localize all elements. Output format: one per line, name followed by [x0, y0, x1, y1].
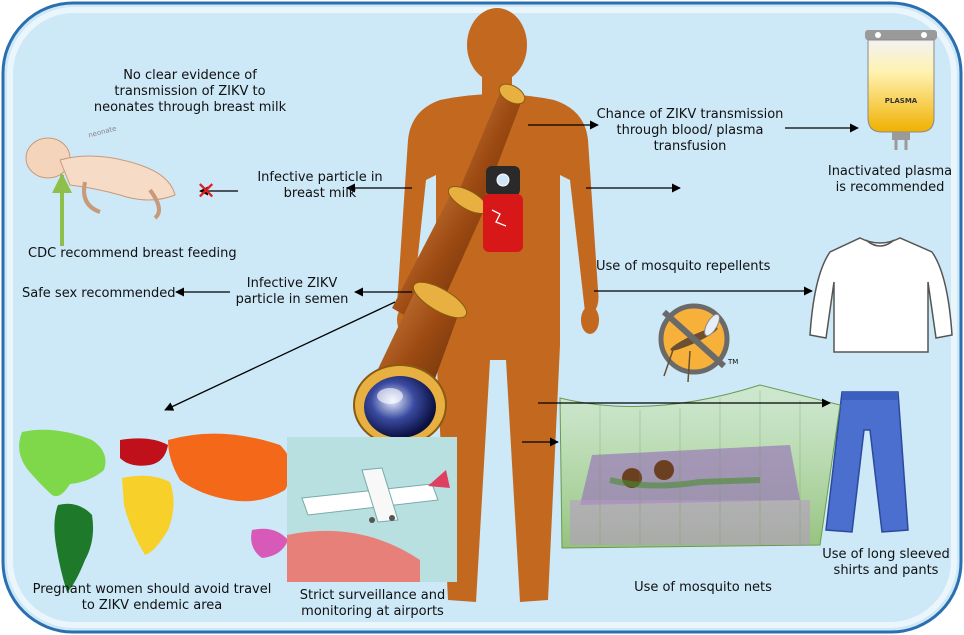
pregnant-travel-label: Pregnant women should avoid travel to ZI… [22, 582, 282, 614]
airport-surveillance-label: Strict surveillance and monitoring at ai… [285, 588, 460, 620]
safe-sex-label: Safe sex recommended [22, 286, 176, 301]
trademark-label: TM [728, 358, 739, 366]
arrows [164, 120, 859, 447]
breast-milk-evidence-line-2: transmission of ZIKV to [114, 84, 266, 99]
infective-semen-label: Infective ZIKV particle in semen [228, 276, 356, 308]
breast-milk-evidence-label: No clear evidence of transmission of ZIK… [90, 68, 290, 116]
long-sleeves-line-1: Use of long sleeved [822, 547, 950, 562]
pants-icon [825, 391, 909, 533]
breast-milk-evidence-line-3: neonates through breast milk [93, 100, 287, 115]
pregnant-travel-line-2: to ZIKV endemic area [81, 598, 223, 613]
inactivated-plasma-line-2: is recommended [835, 180, 945, 195]
pregnant-travel-line-1: Pregnant women should avoid travel [32, 582, 272, 597]
breast-milk-evidence-line-1: No clear evidence of [123, 68, 257, 83]
repellents-label: Use of mosquito repellents [596, 259, 771, 274]
long-sleeve-shirt-icon [809, 237, 953, 353]
long-sleeves-line-2: shirts and pants [833, 563, 939, 578]
telescope-icon [353, 83, 526, 446]
infective-semen-line-2: particle in semen [235, 292, 349, 307]
spray-bottle-icon [483, 166, 523, 252]
blood-transmission-label: Chance of ZIKV transmission through bloo… [595, 107, 785, 155]
blood-transmission-line-1: Chance of ZIKV transmission [596, 107, 784, 122]
cdc-breast-feeding-label: CDC recommend breast feeding [28, 246, 237, 261]
blood-transmission-line-2: through blood/ plasma [616, 123, 764, 138]
airport-surveillance-line-2: monitoring at airports [301, 604, 444, 619]
mosquito-net-icon [559, 384, 841, 549]
not-recommended-mark: ✕ [196, 177, 217, 205]
infective-breast-milk-line-2: breast milk [283, 186, 357, 201]
no-mosquito-icon [658, 303, 730, 383]
infective-breast-milk-label: Infective particle in breast milk [245, 170, 395, 202]
plasma-bag-label: PLASMA [884, 97, 918, 105]
long-sleeves-label: Use of long sleeved shirts and pants [816, 547, 956, 579]
mosquito-nets-label: Use of mosquito nets [634, 580, 772, 595]
plasma-bag-icon [865, 30, 937, 150]
inactivated-plasma-label: Inactivated plasma is recommended [820, 164, 960, 196]
airplane-icon [287, 437, 457, 582]
blood-transmission-line-3: transfusion [653, 139, 727, 154]
arrow-to-world-map [164, 301, 396, 411]
airport-surveillance-line-1: Strict surveillance and [299, 588, 446, 603]
infective-semen-line-1: Infective ZIKV [246, 276, 338, 291]
inactivated-plasma-line-1: Inactivated plasma [827, 164, 953, 179]
infective-breast-milk-line-1: Infective particle in [257, 170, 383, 185]
world-map-icon [19, 429, 292, 592]
baby-icon [25, 137, 176, 220]
